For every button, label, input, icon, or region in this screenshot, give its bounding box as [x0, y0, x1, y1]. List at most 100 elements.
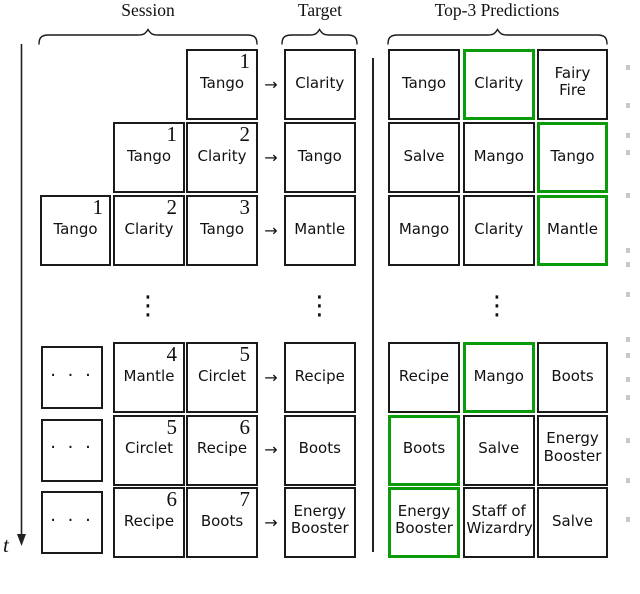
session-box-item: Recipe: [196, 439, 248, 458]
column-divider: [372, 58, 374, 552]
target-box-item: Clarity: [295, 73, 345, 92]
edge-artifact: [626, 438, 630, 443]
prediction-box-item: Clarity: [474, 73, 524, 92]
prediction-box-correct: Energy Booster: [388, 487, 460, 558]
session-box-number: 1: [239, 49, 251, 73]
target-box: Mantle: [283, 195, 356, 266]
target-box-item: Recipe: [294, 366, 345, 385]
edge-artifact: [626, 103, 630, 108]
edge-artifact: [626, 478, 630, 483]
session-box-number: 6: [166, 487, 178, 511]
edge-artifact: [626, 353, 630, 358]
target-box: Clarity: [283, 49, 356, 120]
prediction-box: Salve: [537, 487, 608, 558]
arrow-glyph: →: [264, 220, 278, 240]
prediction-box: Staff of Wizardry: [462, 487, 535, 558]
edge-artifact: [626, 248, 630, 253]
prediction-box-item: Energy Booster: [395, 501, 453, 538]
target-box-item: Mantle: [294, 219, 346, 238]
prediction-box-item: Boots: [551, 366, 594, 385]
edge-artifact: [626, 193, 630, 198]
prediction-box: Tango: [388, 49, 460, 120]
session-box-item: Circlet: [124, 439, 173, 458]
ellipsis-dots: · · ·: [50, 364, 94, 386]
session-box-number: 2: [166, 195, 178, 219]
prediction-box-item: Tango: [401, 73, 447, 92]
session-box-number: 5: [166, 414, 178, 439]
predictions-vdots: ⋮: [484, 291, 510, 321]
edge-artifact: [626, 292, 630, 297]
session-box-item: Recipe: [123, 511, 175, 530]
prediction-box: Boots: [537, 342, 608, 413]
prediction-box-item: Mango: [473, 146, 524, 165]
edge-artifact: [626, 262, 630, 267]
prediction-box-item: Mango: [473, 366, 524, 385]
prediction-box-correct: Clarity: [462, 49, 535, 120]
edge-artifact: [626, 337, 630, 342]
edge-artifact: [626, 65, 630, 70]
prediction-box: Energy Booster: [537, 414, 608, 486]
time-axis: [17, 44, 26, 546]
session-header: Session: [121, 0, 175, 20]
arrow-glyph: →: [264, 367, 278, 387]
target-box: Boots: [283, 414, 356, 486]
prediction-box-correct: Mantle: [537, 195, 608, 266]
prediction-box-item: Clarity: [474, 219, 524, 238]
session-box-number: 5: [239, 342, 251, 366]
prediction-box-item: Boots: [402, 439, 446, 458]
ellipsis-dots: · · ·: [50, 436, 94, 458]
session-box-item: Clarity: [197, 146, 247, 165]
edge-artifact: [626, 150, 630, 155]
predictions-header: Top-3 Predictions: [434, 0, 560, 20]
target-box-item: Tango: [297, 146, 342, 165]
ellipsis-dots: · · ·: [50, 509, 94, 531]
arrow-glyph: →: [264, 440, 278, 459]
target-box: Recipe: [283, 342, 356, 413]
session-vdots: ⋮: [135, 291, 161, 321]
prediction-box-item: Recipe: [398, 366, 450, 385]
arrow-glyph: →: [264, 147, 278, 167]
prediction-box: Mango: [388, 195, 460, 266]
target-box-item: Energy Booster: [290, 501, 349, 538]
prediction-box-item: Salve: [403, 146, 445, 165]
prediction-box-item: Salve: [478, 439, 520, 458]
prediction-box-correct: Tango: [537, 122, 608, 193]
prediction-box-item: Fairy Fire: [554, 63, 591, 100]
edge-artifact: [626, 133, 630, 138]
prediction-box-item: Staff of Wizardry: [466, 501, 533, 538]
session-box-item: Tango: [126, 146, 172, 165]
target-box: Energy Booster: [283, 487, 356, 558]
prediction-box: Recipe: [388, 342, 460, 413]
predictions-brace: [387, 28, 608, 45]
prediction-box-correct: Boots: [388, 414, 460, 486]
prediction-box: Salve: [388, 122, 460, 193]
session-ellipsis-box: · · ·: [41, 491, 103, 554]
prediction-box: Salve: [462, 414, 535, 486]
arrow-glyph: →: [264, 512, 278, 532]
session-box-number: 1: [92, 195, 104, 219]
session-ellipsis-box: · · ·: [41, 418, 103, 482]
prediction-box-item: Salve: [552, 511, 593, 530]
session-box-item: Tango: [199, 73, 245, 92]
session-box-number: 1: [166, 122, 178, 146]
prediction-box-correct: Mango: [462, 342, 535, 413]
session-box-item: Clarity: [124, 219, 174, 238]
session-box-item: Boots: [200, 511, 244, 530]
prediction-box: Clarity: [462, 195, 535, 266]
prediction-box-item: Tango: [550, 146, 595, 165]
target-header: Target: [297, 0, 343, 20]
target-box-item: Boots: [298, 439, 341, 458]
target-box: Tango: [283, 122, 356, 193]
session-box-number: 2: [239, 122, 251, 146]
session-brace: [38, 28, 258, 45]
